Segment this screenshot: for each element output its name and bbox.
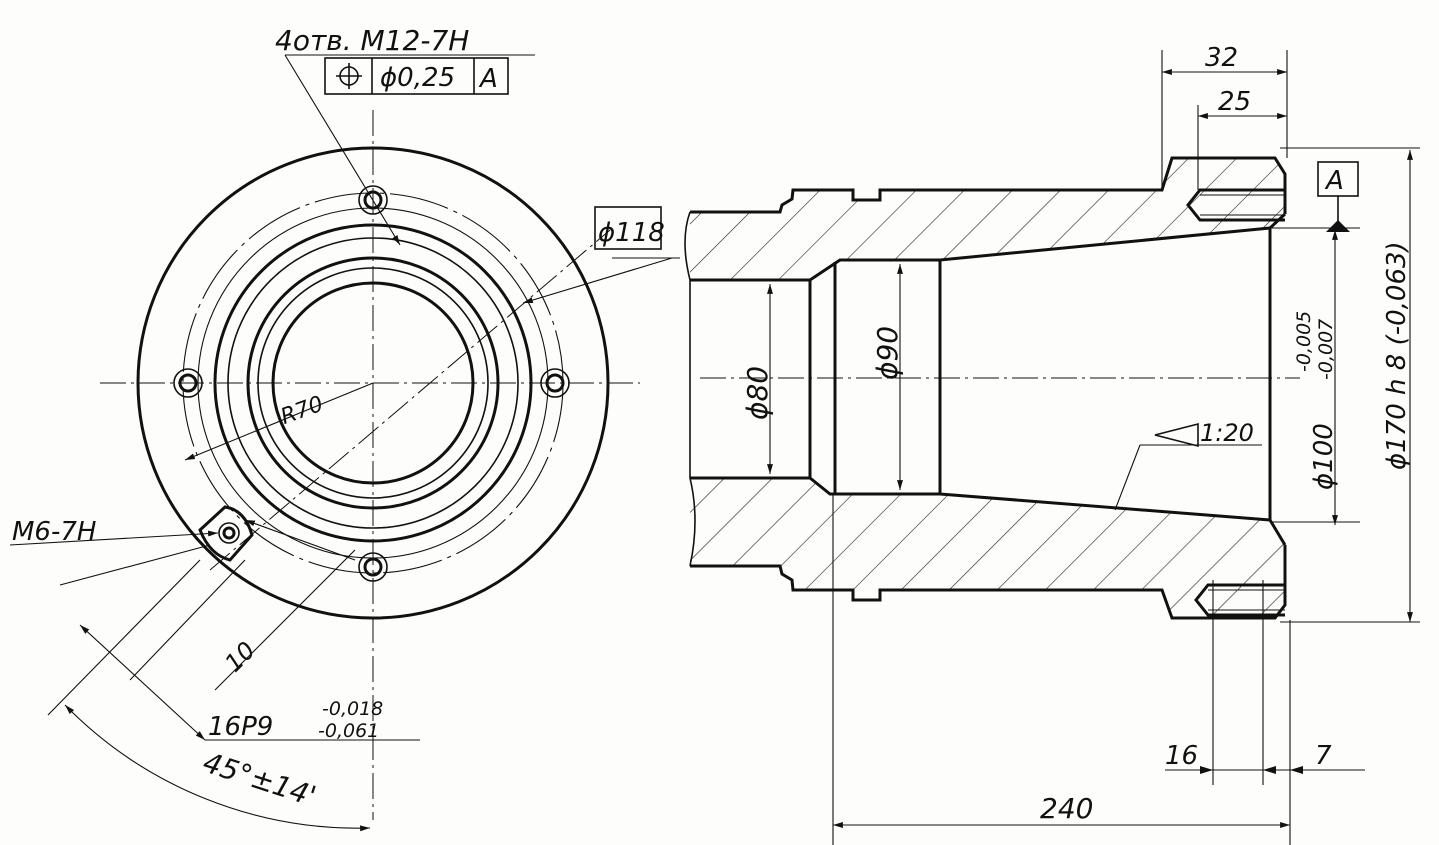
position-tolerance-value: ϕ0,25 (380, 63, 455, 93)
bore-circle-3 (246, 256, 500, 510)
radius-leader (184, 382, 374, 461)
dim-7-arrow-left (1263, 766, 1276, 774)
dia-100-tol-upper: -0,005 (1293, 311, 1315, 372)
dia-80-label: ϕ80 (741, 366, 774, 420)
hatch-bottom (690, 478, 1285, 618)
diagonal-centerline (209, 229, 611, 571)
dim-16-arrow (1200, 766, 1213, 774)
bolt-circle-leader (522, 257, 673, 304)
bore-circle-4 (257, 267, 489, 499)
bore-contour-top (690, 226, 1271, 282)
datum-triangle (1326, 220, 1350, 232)
dia-100-label: ϕ100 (1309, 423, 1339, 490)
taper-symbol (1154, 422, 1199, 448)
bolt-circle-box (594, 206, 662, 250)
section-hole-bottom (1194, 583, 1285, 617)
datum-label: A (1324, 166, 1344, 196)
radius-label: R70 (277, 392, 326, 430)
bore-contour-bottom (690, 476, 1271, 522)
outer-contour-bottom (690, 545, 1287, 620)
angle-arc (64, 704, 371, 832)
slot-width-label: 16P9 (208, 712, 273, 742)
threaded-hole-right (540, 368, 570, 398)
dia-170-label: ϕ170 h 8 (-0,063) (1382, 241, 1412, 470)
inner-bore-circle (271, 281, 475, 485)
threaded-hole-top (358, 185, 388, 215)
position-tolerance-frame (324, 57, 509, 95)
bore-circle-1 (213, 223, 533, 543)
section-hole-top (1186, 188, 1285, 222)
slot-dim-line (79, 624, 206, 741)
length-7-label: 7 (1315, 741, 1332, 771)
length-240-label: 240 (1040, 792, 1093, 825)
depth-ext (214, 549, 356, 691)
position-tolerance-datum: A (478, 64, 498, 94)
width-32-label: 32 (1205, 43, 1238, 73)
slot-tol-upper: -0,018 (322, 698, 383, 720)
taper-label: 1:20 (1200, 419, 1254, 447)
m6-leader (9, 530, 219, 546)
dia-100-tol-lower: -0,007 (1315, 319, 1337, 380)
thread-holes-note: 4отв. М12-7Н (275, 24, 469, 57)
face-chamfer-bottom (1268, 519, 1287, 546)
slot-distance-label: 10 (219, 636, 260, 677)
angle-ext (47, 559, 201, 716)
depth-dim-line (244, 519, 356, 561)
thread-leader (284, 54, 401, 246)
taper-leader (1114, 444, 1141, 511)
bore-circle-2 (227, 237, 519, 529)
threaded-hole-left (173, 368, 203, 398)
outer-flange-circle (136, 146, 610, 620)
small-thread-label: М6-7Н (12, 517, 96, 547)
width-25-label: 25 (1218, 87, 1251, 117)
slot-ext-1 (59, 544, 211, 586)
length-16-label: 16 (1165, 741, 1198, 771)
keyway-slot (198, 505, 254, 562)
end-view (9, 54, 680, 832)
slot-tol-lower: -0,061 (318, 720, 379, 742)
bolt-circle-diameter: ϕ118 (598, 218, 665, 248)
outer-contour-top (690, 156, 1287, 214)
dim-7-arrow-right (1290, 766, 1303, 774)
threaded-hole-bottom (358, 552, 388, 582)
dia-90-label: ϕ90 (871, 326, 904, 380)
